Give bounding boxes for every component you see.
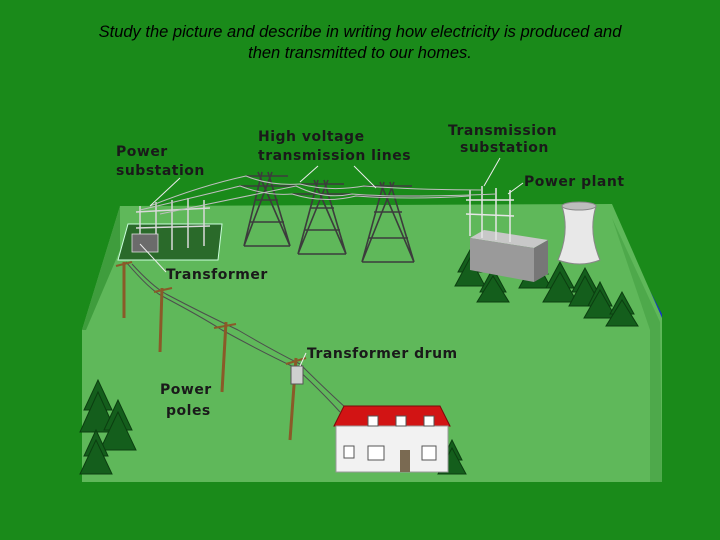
substation-transformer-unit (131, 233, 159, 253)
pylon (292, 179, 352, 255)
label-power-poles-2: poles (166, 403, 211, 419)
tree (583, 280, 617, 319)
power-pole (220, 321, 228, 393)
tree (605, 290, 639, 327)
cooling-tower-top (561, 201, 597, 211)
tree (476, 266, 510, 303)
label-power-poles-1: Power (160, 382, 212, 398)
label-power-plant: Power plant (524, 174, 625, 190)
transmission-wires (139, 175, 497, 215)
house-window (343, 445, 355, 459)
label-transmission-substation-1: Transmission (448, 123, 557, 139)
pylons (238, 171, 420, 263)
dormer-window (367, 415, 379, 427)
dormer-window (395, 415, 407, 427)
pylon (238, 171, 296, 247)
label-power-substation-2: substation (116, 163, 205, 179)
diagram-labels: Power substation High voltage transmissi… (116, 123, 625, 419)
ground-front (82, 206, 120, 330)
plant-building-side (534, 240, 548, 282)
tree (79, 428, 113, 475)
transformer-drum (290, 365, 304, 385)
label-transmission-substation-2: substation (460, 140, 549, 156)
leader-lines (139, 157, 524, 367)
tree (542, 260, 578, 303)
label-transformer-drum: Transformer drum (307, 346, 458, 362)
ground-right-edge (612, 218, 662, 482)
house (333, 405, 451, 473)
dormer-window (423, 415, 435, 427)
label-high-voltage-2: transmission lines (258, 148, 411, 164)
power-pole (158, 287, 164, 353)
tree (79, 378, 117, 433)
slide-instruction: Study the picture and describe in writin… (20, 22, 700, 64)
house-window (367, 445, 385, 461)
plant-building-front (470, 238, 534, 282)
power-plant (470, 201, 601, 282)
power-substation (117, 198, 223, 261)
label-high-voltage-1: High voltage (258, 129, 365, 145)
instruction-line-2: then transmitted to our homes. (248, 44, 472, 62)
label-transformer: Transformer (166, 267, 268, 283)
house-door (400, 450, 410, 472)
plant-building-top (470, 230, 548, 248)
house-window (421, 445, 437, 461)
house-wall (335, 425, 449, 473)
tree (99, 398, 137, 451)
label-power-substation-1: Power (116, 144, 168, 160)
instruction-line-1: Study the picture and describe in writin… (98, 23, 622, 41)
